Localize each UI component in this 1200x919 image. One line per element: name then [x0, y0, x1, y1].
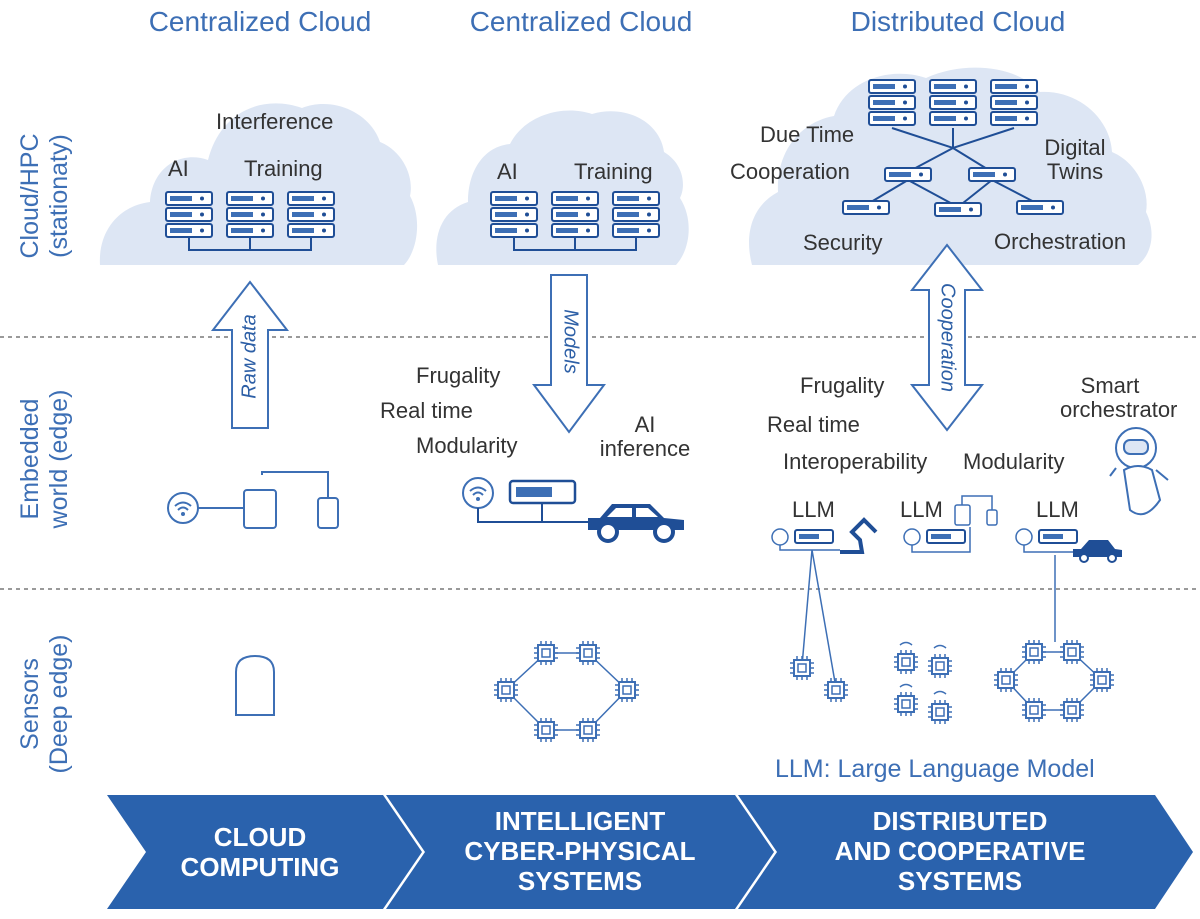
row-label-edge-line1: Embedded — [16, 398, 44, 520]
column-title-2: Centralized Cloud — [469, 6, 693, 37]
wifi-router-icon — [167, 492, 199, 524]
phone-icon — [317, 497, 339, 529]
edge-links-1 — [198, 471, 329, 509]
smart-speaker-icon — [235, 654, 275, 716]
label-raw-data: Raw data — [238, 314, 261, 399]
label-interoperability: Interoperability — [783, 449, 928, 474]
label-training-2: Training — [574, 159, 653, 184]
edge-links-2 — [477, 503, 590, 523]
label-ai-2: AI — [497, 159, 518, 184]
llm-node-1 — [771, 517, 878, 554]
label-modularity-3: Modularity — [963, 449, 1065, 474]
row-label-cloud-line2: (stationaty) — [45, 134, 73, 258]
mesh-node-1 — [884, 167, 932, 182]
label-smart-orchestrator: Smart orchestrator — [1060, 373, 1178, 422]
label-models: Models — [559, 309, 582, 374]
label-ai-inference-line2: inference — [599, 436, 691, 461]
tablet-icon — [243, 489, 277, 529]
stage-label-2-line2: CYBER-PHYSICAL — [464, 836, 696, 866]
label-frugality-3: Frugality — [800, 373, 885, 398]
row-label-cloud-line1: Cloud/HPC — [16, 133, 44, 259]
stage-chevron-1 — [107, 795, 422, 909]
robot-icon — [1109, 427, 1169, 516]
sensor-ring-2 — [493, 640, 640, 743]
row-label-sensors-line2: (Deep edge) — [45, 634, 73, 774]
wifi-router-icon-2 — [462, 477, 494, 509]
label-digital-twins-line2: Twins — [1046, 159, 1104, 184]
label-orchestration: Orchestration — [994, 229, 1127, 254]
server-rack-3c — [991, 80, 1037, 125]
label-llm-2: LLM — [900, 497, 943, 522]
label-frugality-2: Frugality — [416, 363, 501, 388]
label-llm-3: LLM — [1036, 497, 1079, 522]
row-label-edge-line2: world (edge) — [45, 389, 73, 529]
sensor-pair-3a — [789, 549, 849, 703]
label-ai-inference-line1: AI — [634, 412, 656, 437]
label-security: Security — [803, 230, 883, 255]
stage-label-3-line3: SYSTEMS — [897, 866, 1023, 896]
legend-llm: LLM: Large Language Model — [775, 755, 1095, 783]
cloud-3 — [749, 67, 1152, 266]
server-rack-2a — [491, 192, 537, 237]
stage-label-3: DISTRIBUTED AND COOPERATIVE SYSTEMS — [810, 806, 1110, 896]
sensor-group-3b — [893, 641, 953, 725]
row-label-cloud: Cloud/HPC (stationaty) — [16, 111, 74, 281]
column-title-3: Distributed Cloud — [850, 6, 1066, 37]
label-digital-twins: Digital Twins — [1030, 136, 1120, 184]
stage-label-2: INTELLIGENT CYBER-PHYSICAL SYSTEMS — [440, 806, 720, 896]
rack-bus-2 — [513, 237, 637, 251]
label-realtime-3: Real time — [767, 412, 860, 437]
label-interference: Interference — [216, 109, 334, 134]
mesh-node-4 — [934, 202, 982, 217]
stage-label-2-line1: INTELLIGENT — [494, 806, 666, 836]
row-label-sensors: Sensors (Deep edge) — [16, 619, 74, 789]
models-arrow — [532, 274, 606, 434]
stage-label-3-line1: DISTRIBUTED — [872, 806, 1048, 836]
column-title-1: Centralized Cloud — [148, 6, 372, 37]
label-smart-orchestrator-line1: Smart — [1080, 373, 1140, 398]
car-icon — [586, 502, 686, 543]
label-ai-1: AI — [168, 156, 189, 181]
sensor-ring-3c — [993, 555, 1115, 723]
label-smart-orchestrator-line2: orchestrator — [1060, 397, 1178, 422]
stage-chevron-2 — [386, 795, 774, 909]
stage-label-1: CLOUD COMPUTING — [150, 822, 370, 882]
server-rack-3b — [930, 80, 976, 125]
label-cooperation: Cooperation — [730, 159, 850, 184]
label-due-time: Due Time — [760, 122, 855, 147]
stage-label-1-line2: COMPUTING — [180, 852, 340, 882]
label-ai-inference: AI inference — [590, 413, 700, 461]
rack-bus-1 — [188, 237, 312, 251]
llm-node-3 — [1015, 528, 1122, 563]
row-label-edge: Embedded world (edge) — [16, 364, 74, 554]
stage-chevron-3 — [738, 795, 1193, 909]
cloud-2 — [436, 110, 689, 265]
mesh-node-5 — [1016, 200, 1064, 215]
label-modularity-2: Modularity — [416, 433, 518, 458]
llm-node-2 — [903, 495, 998, 553]
server-rack-2c — [613, 192, 659, 237]
stage-label-3-line2: AND COOPERATIVE — [834, 836, 1086, 866]
stage-label-1-line1: CLOUD — [213, 822, 307, 852]
cooperation-arrow — [909, 243, 985, 432]
label-training-1: Training — [244, 156, 323, 181]
stage-label-2-line3: SYSTEMS — [517, 866, 643, 896]
label-cooperation-arrow: Cooperation — [936, 283, 959, 392]
edge-server-slot — [516, 487, 552, 497]
server-rack-1b — [227, 192, 273, 237]
label-realtime-2: Real time — [380, 398, 473, 423]
server-rack-3a — [869, 80, 915, 125]
label-llm-1: LLM — [792, 497, 835, 522]
mesh-node-3 — [842, 200, 890, 215]
label-digital-twins-line1: Digital — [1044, 135, 1106, 160]
server-rack-1a — [166, 192, 212, 237]
server-rack-1c — [288, 192, 334, 237]
row-label-sensors-line1: Sensors — [16, 658, 44, 750]
mesh-node-2 — [968, 167, 1016, 182]
server-rack-2b — [552, 192, 598, 237]
raw-data-arrow — [210, 280, 290, 429]
